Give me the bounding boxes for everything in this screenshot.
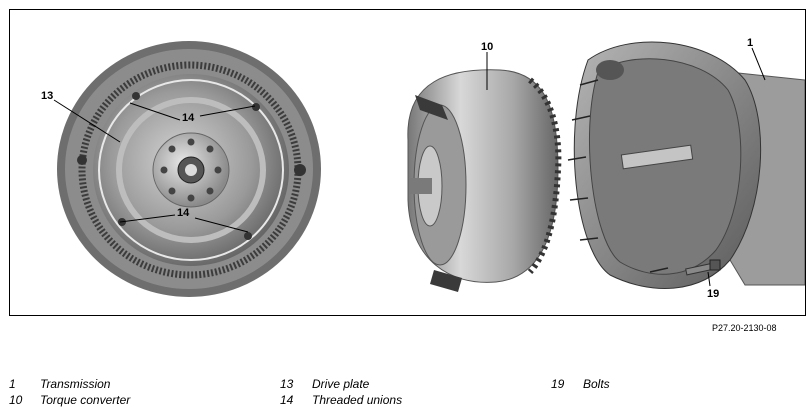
torque-converter (407, 69, 562, 292)
legend-num-13: 13 (280, 377, 294, 391)
diagram-frame: 13 14 14 10 1 19 (9, 9, 806, 316)
leader-14b-2 (194, 217, 249, 233)
legend-num-14: 14 (280, 393, 294, 407)
legend-text-drive-plate: Drive plate (312, 377, 370, 391)
drive-plate-assembly (57, 41, 321, 297)
leader-lines (53, 47, 766, 287)
callout-14-lower: 14 (177, 207, 190, 219)
figure-reference: P27.20-2130-08 (712, 323, 777, 333)
legend-num-19: 19 (551, 377, 565, 391)
transmission (567, 41, 805, 289)
legend-text-torque-converter: Torque converter (40, 393, 131, 407)
leader-14a-1 (129, 102, 181, 121)
callout-13: 13 (41, 90, 53, 102)
leader-19 (707, 271, 711, 287)
callout-14-upper: 14 (182, 112, 195, 124)
leader-13 (53, 99, 121, 143)
legend-text-bolts: Bolts (583, 377, 610, 391)
legend-num-1: 1 (9, 377, 16, 391)
legend-num-10: 10 (9, 393, 23, 407)
legend-text-threaded-unions: Threaded unions (312, 393, 403, 407)
callout-10: 10 (481, 41, 493, 53)
callout-19: 19 (707, 288, 719, 300)
leader-14b-1 (119, 214, 176, 223)
exploded-view-illustration: 13 14 14 10 1 19 (41, 37, 805, 300)
leader-1 (751, 47, 766, 81)
leader-14a-2 (199, 105, 256, 117)
bolt-19 (685, 259, 721, 276)
callout-1: 1 (747, 37, 753, 49)
legend-text-transmission: Transmission (40, 377, 111, 391)
